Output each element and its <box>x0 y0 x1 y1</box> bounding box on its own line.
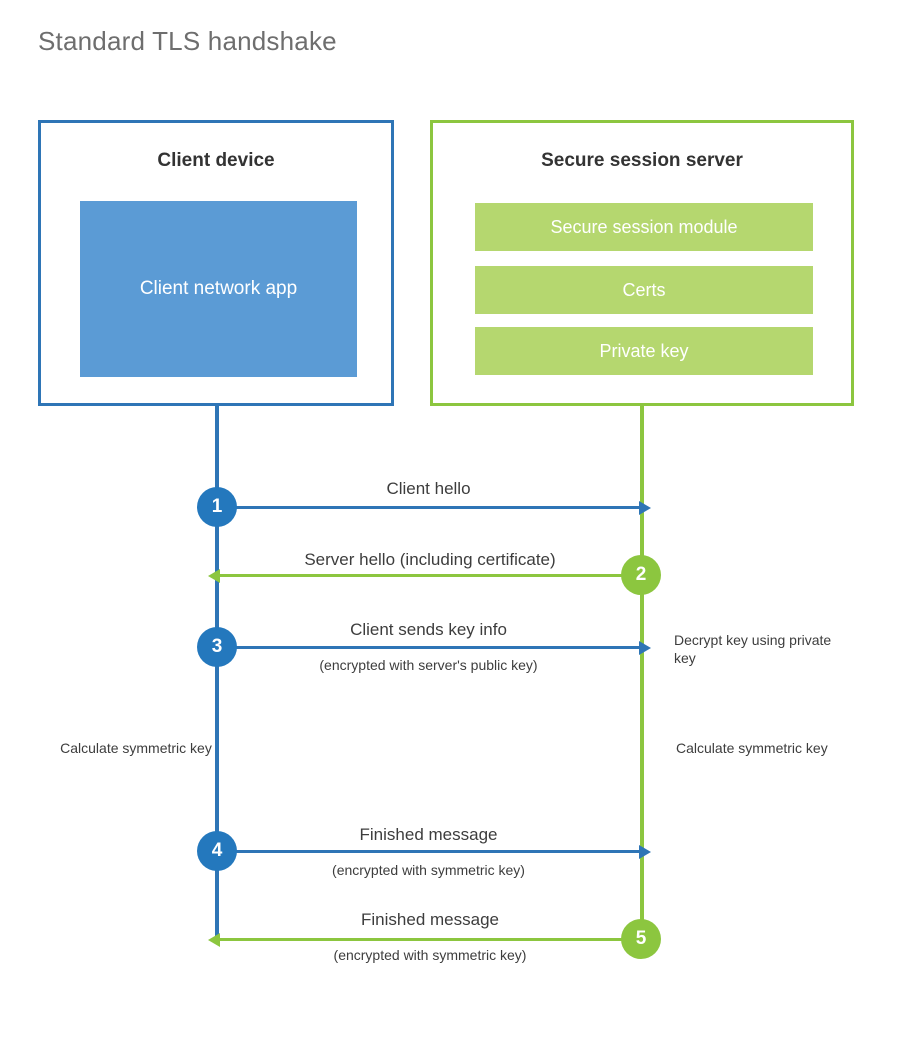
step-5-label: Finished message <box>361 910 499 929</box>
step-1-arrow <box>217 500 651 515</box>
annotation-decrypt-key: Decrypt key using private key <box>674 632 832 666</box>
step-4-arrow <box>217 844 651 859</box>
step-marker-4: 4 <box>197 831 237 871</box>
secure-session-server-title: Secure session server <box>541 150 743 171</box>
secure-session-server-box: Secure session server Secure session mod… <box>430 120 854 406</box>
client-device-box: Client device Client network app <box>38 120 394 406</box>
client-device-title: Client device <box>157 150 275 171</box>
page-title: Standard TLS handshake <box>38 26 337 56</box>
step-2-label: Server hello (including certificate) <box>304 550 556 569</box>
annotation-client-calculate-symmetric-key: Calculate symmetric key <box>60 740 212 756</box>
step-1-label: Client hello <box>386 479 471 498</box>
arrow-head-right-icon <box>639 844 651 859</box>
step-3-label: Client sends key info <box>350 620 507 639</box>
server-component-secure-session-module: Secure session module <box>475 203 813 251</box>
arrow-head-right-icon <box>639 640 651 655</box>
server-component-certs: Certs <box>475 266 813 314</box>
step-5-arrow <box>208 932 641 947</box>
step-3-sublabel: (encrypted with server's public key) <box>319 657 538 673</box>
step-marker-2: 2 <box>621 555 661 595</box>
step-4-sublabel: (encrypted with symmetric key) <box>332 862 525 878</box>
step-marker-5: 5 <box>621 919 661 959</box>
step-3-arrow <box>217 640 651 655</box>
step-marker-3: 3 <box>197 627 237 667</box>
client-lifeline <box>215 406 219 943</box>
arrow-head-left-icon <box>208 568 220 583</box>
annotation-server-calculate-symmetric-key: Calculate symmetric key <box>676 740 828 756</box>
server-lifeline <box>640 406 644 940</box>
step-2-arrow <box>208 568 641 583</box>
arrow-head-left-icon <box>208 932 220 947</box>
step-5-sublabel: (encrypted with symmetric key) <box>333 947 527 963</box>
server-component-private-key: Private key <box>475 327 813 375</box>
client-network-app-block: Client network app <box>80 201 357 377</box>
step-marker-1: 1 <box>197 487 237 527</box>
arrow-head-right-icon <box>639 500 651 515</box>
step-4-label: Finished message <box>359 825 498 844</box>
